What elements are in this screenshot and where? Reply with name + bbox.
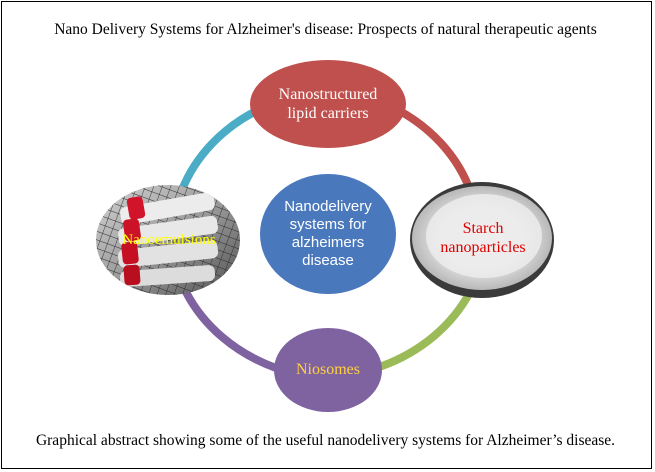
- nanoemulsions-photo: [96, 185, 240, 295]
- arc-top-right: [394, 106, 472, 189]
- arc-top-left: [178, 106, 262, 194]
- figure-caption: Graphical abstract showing some of the u…: [35, 432, 616, 449]
- node-top-circle: [250, 60, 406, 148]
- figure-title: Nano Delivery Systems for Alzheimer's di…: [54, 21, 597, 38]
- center-circle: [260, 174, 396, 294]
- arc-bottom-right: [378, 288, 474, 370]
- arc-bottom-left: [182, 288, 280, 372]
- center-label: Nanodelivery systems for alzheimers dise…: [284, 198, 372, 269]
- node-bottom-circle: [274, 328, 382, 412]
- starch-photo: [410, 182, 554, 298]
